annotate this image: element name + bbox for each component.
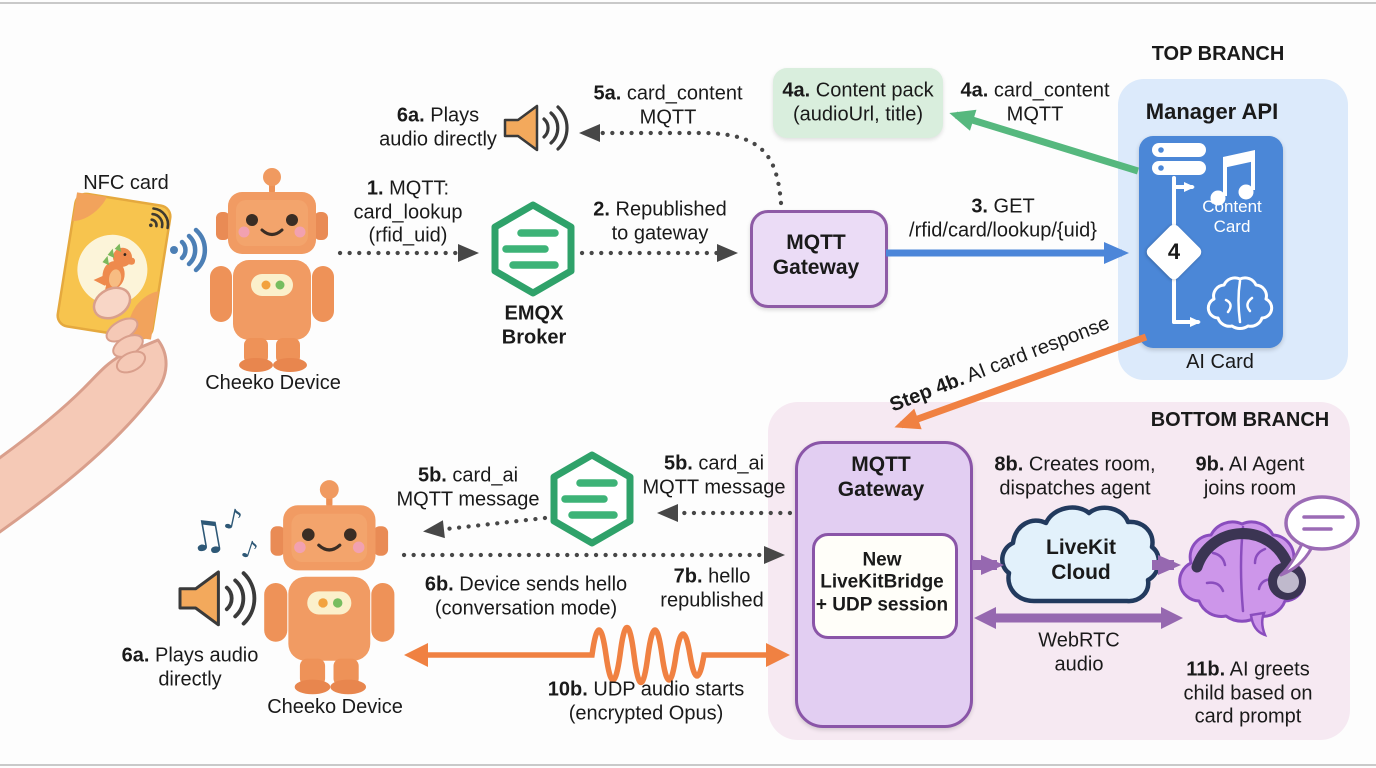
- hand-icon: [0, 286, 168, 534]
- arrow-udp-audio: [404, 625, 790, 685]
- speaker-icon-bottom: [178, 570, 257, 627]
- robot-device-1: [208, 166, 336, 374]
- emqx-broker-icon-2: [554, 455, 630, 543]
- step6a-top-label: 6a. Plays audio directly: [379, 104, 497, 150]
- robot-device-2: [262, 478, 396, 696]
- step4a-label: 4a. card_content MQTT: [960, 79, 1110, 125]
- step6b-label: 6b. Device sends hello (conversation mod…: [424, 573, 628, 619]
- arrow-webrtc-double: [974, 607, 1183, 629]
- headphones-icon: [1191, 528, 1306, 600]
- step7b-label: 7b. hello republished: [660, 565, 764, 611]
- step9b-label: 9b. AI Agent joins room: [1195, 453, 1305, 499]
- flow-connector: [1172, 176, 1201, 327]
- step6a-bottom-label: 6a. Plays audio directly: [121, 644, 259, 690]
- step1-label: 1. MQTT: card_lookup (rfid_uid): [353, 177, 463, 247]
- content-pack-label: 4a. Content pack (audioUrl, title): [782, 79, 934, 125]
- bottom-branch-title: BOTTOM BRANCH: [1150, 409, 1330, 432]
- livekit-cloud-label: LiveKit Cloud: [1045, 536, 1117, 584]
- step10b-label: 10b. UDP audio starts (encrypted Opus): [547, 678, 745, 724]
- step11b-label: 11b. AI greets child based on card promp…: [1183, 658, 1313, 728]
- step5b-right-label: 5b. card_ai MQTT message: [642, 452, 786, 498]
- arrow-step5a-dotted: [579, 124, 784, 206]
- emqx-broker-icon: [495, 205, 571, 293]
- music-note-icon: [1210, 150, 1255, 206]
- ai-brain-icon: [1178, 520, 1306, 638]
- manager-api-title: Manager API: [1145, 99, 1279, 125]
- livekit-bridge-box: [812, 533, 958, 639]
- step8b-label: 8b. Creates room, dispatches agent: [994, 453, 1156, 499]
- brain-outline-icon: [1206, 276, 1274, 331]
- mqtt-gateway-top-box: [750, 210, 888, 308]
- step3-label: 3. GET /rfid/card/lookup/{uid}: [909, 195, 1097, 241]
- gateway-bottom-label: MQTT Gateway: [837, 453, 925, 501]
- device-1-label: Cheeko Device: [205, 372, 341, 395]
- top-branch-title: TOP BRANCH: [1151, 43, 1285, 66]
- wifi-waves-icon: [170, 227, 208, 273]
- card-wifi-icon: [149, 207, 170, 230]
- emqx-broker-label: EMQX Broker: [501, 302, 567, 348]
- server-icon: [1152, 143, 1206, 175]
- webrtc-audio-label: WebRTC audio: [1038, 629, 1120, 675]
- step2-label: 2. Republished to gateway: [593, 198, 727, 244]
- ai-card-label: AI Card: [1186, 351, 1254, 374]
- nfc-card-label: NFC card: [83, 172, 169, 195]
- gateway-top-label: MQTT Gateway: [772, 231, 860, 279]
- step5b-left-label: 5b. card_ai MQTT message: [396, 464, 540, 510]
- arrow-step4a-green: [949, 109, 1140, 175]
- speaker-icon-top: [503, 104, 569, 152]
- arrow-step4b-orange: [894, 333, 1148, 430]
- arrow-step5b-left-dotted: [423, 515, 548, 539]
- device-2-label: Cheeko Device: [267, 696, 403, 719]
- bridge-label: New LiveKitBridge + UDP session: [815, 549, 949, 616]
- music-notes-icon: ♫: [183, 508, 230, 563]
- content-card-label: Content Card: [1202, 196, 1262, 236]
- step5a-label: 5a. card_content MQTT: [593, 82, 743, 128]
- content-pack-box: [773, 68, 943, 138]
- speech-bubble-icon: [1279, 495, 1360, 577]
- decision-4-label: 4: [1167, 239, 1181, 265]
